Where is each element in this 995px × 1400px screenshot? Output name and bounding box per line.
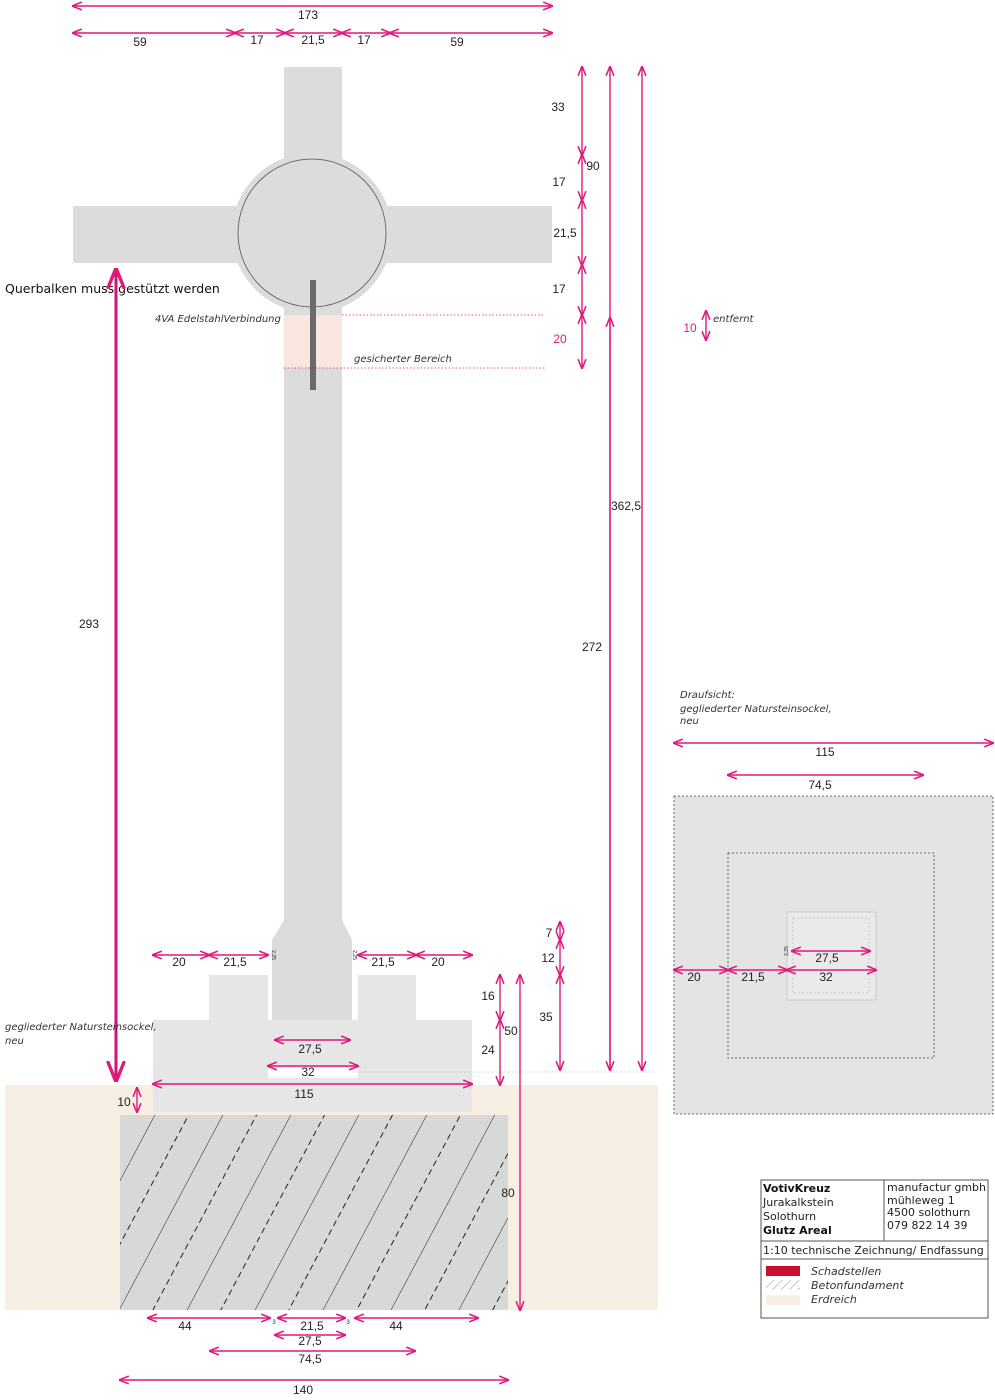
dimension-label: manufactur gmbh xyxy=(887,1181,986,1194)
dimension-label: 16 xyxy=(481,989,495,1003)
dimension-label: 21,5 xyxy=(301,33,325,47)
dimension-label: 27,5 xyxy=(298,1042,322,1056)
dimension-label: 115 xyxy=(815,745,834,759)
dimension-label: 173 xyxy=(298,8,318,22)
dimension-label: 115 xyxy=(294,1087,313,1101)
dimension-label: 17 xyxy=(357,33,371,47)
dimension-label: 21,5 xyxy=(223,955,247,969)
plan-view: Draufsicht: gegliederter Natursteinsocke… xyxy=(674,690,993,1115)
dimension-label: 27,5 xyxy=(298,1334,322,1348)
dimension-label: Solothurn xyxy=(763,1210,816,1223)
dimension-label: Jurakalkstein xyxy=(762,1196,834,1209)
foundation-dimensions: 44 3 21,5 3 44 27,5 74,5 140 xyxy=(120,1318,508,1397)
dimension-label: 1:10 technische Zeichnung/ Endfassung xyxy=(763,1244,984,1257)
dimension-label: 20 xyxy=(553,332,567,346)
dimension-label: 21,5 xyxy=(741,970,765,984)
title-block: VotivKreuz Jurakalkstein Solothurn Glutz… xyxy=(760,1179,989,1319)
dimension-label: 2,25 xyxy=(784,946,790,956)
dimension-label: 20 xyxy=(431,955,445,969)
height-dimensions: 33 17 21,5 17 20 90 362,5 272 xyxy=(551,67,642,1070)
dimension-label: 2,25 xyxy=(351,950,357,960)
dimension-label: 21,5 xyxy=(300,1319,324,1333)
top-dimensions: 173 59 17 21,5 17 59 xyxy=(73,6,552,49)
dimension-label: 59 xyxy=(133,35,147,49)
dimension-label: 3 xyxy=(346,1320,350,1326)
dimension-label: 12 xyxy=(541,951,555,965)
dimension-label: 362,5 xyxy=(611,499,641,513)
span-label: 293 xyxy=(79,617,99,631)
dimension-label: 74,5 xyxy=(298,1352,322,1366)
dimension-label: 32 xyxy=(819,970,833,984)
steel-connector xyxy=(310,280,316,390)
dimension-label: Betonfundament xyxy=(811,1279,904,1292)
support-note: Querbalken muss gestützt werden xyxy=(5,281,220,296)
legend-swatch-earth xyxy=(766,1295,800,1305)
dimension-label: 90 xyxy=(586,159,600,173)
foundation-hatching xyxy=(120,1115,508,1310)
dimension-label: 3 xyxy=(272,1320,276,1326)
legend-swatch-concrete xyxy=(766,1280,800,1290)
dimension-label: 35 xyxy=(539,1010,553,1024)
dimension-label: 4500 solothurn xyxy=(887,1206,970,1219)
dimension-label: 20 xyxy=(172,955,186,969)
base-dimensions: 20 21,5 21,5 20 2,25 2,25 27,5 32 115 10… xyxy=(5,922,560,1310)
dimension-label: gegliederter Natursteinsockel, xyxy=(680,704,832,715)
dimension-label: 17 xyxy=(552,175,566,189)
dimension-label: 32 xyxy=(301,1065,315,1079)
dimension-label: 74,5 xyxy=(808,778,832,792)
dimension-label: Erdreich xyxy=(811,1293,857,1306)
dimension-label: 44 xyxy=(389,1319,403,1333)
removed-label: entfernt xyxy=(713,314,755,325)
dimension-label: 17 xyxy=(250,33,264,47)
dimension-label: 33 xyxy=(551,100,565,114)
dimension-label: 7 xyxy=(546,926,553,940)
dimension-label: 50 xyxy=(504,1024,518,1038)
dimension-label: neu xyxy=(5,1036,24,1047)
connector-label: 4VA EdelstahlVerbindung xyxy=(155,314,281,325)
dimension-label: Draufsicht: xyxy=(680,690,735,701)
removed-value: 10 xyxy=(683,321,697,335)
dimension-label: Schadstellen xyxy=(811,1265,881,1278)
secured-label: gesicherter Bereich xyxy=(354,354,452,365)
legend-swatch-damage xyxy=(766,1266,800,1276)
dimension-label: 80 xyxy=(501,1186,515,1200)
dimension-label: 272 xyxy=(582,640,602,654)
dimension-label: 44 xyxy=(178,1319,192,1333)
dimension-label: 21,5 xyxy=(553,226,577,240)
dimension-label: gegliederter Natursteinsockel, xyxy=(5,1022,157,1033)
dimension-label: neu xyxy=(680,716,699,727)
dimension-label: 27,5 xyxy=(815,951,839,965)
dimension-label: VotivKreuz xyxy=(763,1182,830,1195)
dimension-label: 20 xyxy=(687,970,701,984)
dimension-label: 079 822 14 39 xyxy=(887,1219,967,1232)
cross-elevation xyxy=(73,67,552,1112)
dimension-label: mühleweg 1 xyxy=(887,1194,955,1207)
dimension-label: 21,5 xyxy=(371,955,395,969)
dimension-label: 24 xyxy=(481,1043,495,1057)
dimension-label: Glutz Areal xyxy=(763,1224,832,1237)
dimension-label: 2,25 xyxy=(270,950,276,960)
dimension-label: 140 xyxy=(293,1383,313,1397)
dimension-label: 10 xyxy=(117,1095,131,1109)
dimension-label: 17 xyxy=(552,282,566,296)
dimension-label: 59 xyxy=(450,35,464,49)
